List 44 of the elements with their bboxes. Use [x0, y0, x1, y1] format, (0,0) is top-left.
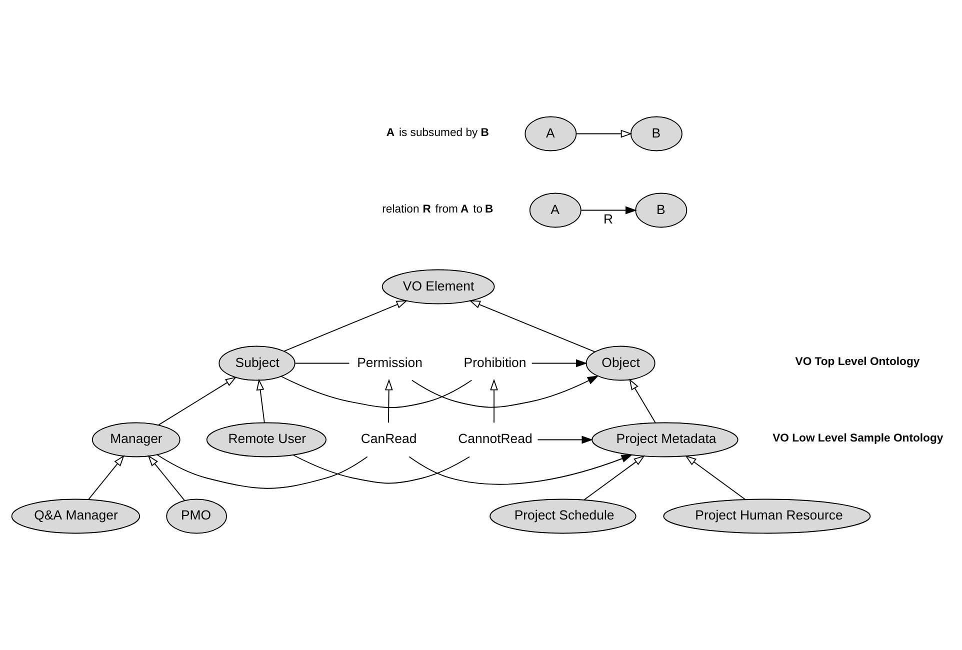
arrow	[158, 376, 237, 426]
label: VO Low Level Sample Ontology	[772, 432, 944, 445]
arrow	[685, 455, 746, 500]
label: VO Top Level Ontology	[795, 356, 920, 368]
node-text: Permission	[357, 354, 422, 370]
node-ellipse: VO Element	[382, 269, 495, 304]
arrow	[576, 130, 632, 138]
node-text: CanRead	[360, 431, 417, 446]
node-ellipse: Manager	[92, 422, 180, 458]
node-ellipse: A	[524, 116, 577, 152]
arrow	[411, 376, 599, 408]
node-ellipse: Project Human Resource	[663, 498, 871, 534]
node-ellipse: B	[635, 192, 688, 228]
node-text: Prohibition	[464, 354, 526, 370]
node-text: CannotRead	[458, 431, 532, 446]
node-ellipse: A	[529, 192, 582, 228]
arrow	[580, 206, 637, 214]
node-ellipse: Project Metadata	[592, 422, 738, 458]
arrow	[256, 378, 265, 424]
node-ellipse: PMO	[166, 498, 227, 534]
arrow	[284, 300, 408, 352]
node-ellipse: Project Schedule	[490, 498, 636, 534]
edge-label: R	[604, 212, 614, 227]
node-ellipse: B	[630, 116, 682, 152]
connector	[292, 454, 470, 484]
arrow	[384, 378, 393, 424]
arrow	[629, 378, 656, 424]
node-ellipse: Object	[586, 346, 656, 381]
connector	[156, 454, 368, 489]
label: A is subsumed by B	[386, 126, 489, 139]
node-ellipse: Q&A Manager	[11, 498, 140, 534]
connector	[280, 376, 472, 408]
node-ellipse: Remote User	[206, 422, 326, 458]
arrow	[584, 455, 646, 500]
node-ellipse: Subject	[218, 346, 296, 381]
arrow	[490, 378, 498, 424]
connector	[294, 362, 350, 364]
arrow	[537, 436, 594, 444]
label: relation R from A to B	[382, 203, 494, 216]
arrow	[88, 455, 124, 500]
arrow	[148, 455, 186, 502]
arrow	[408, 454, 633, 485]
arrow	[469, 300, 596, 352]
arrow	[531, 359, 588, 368]
